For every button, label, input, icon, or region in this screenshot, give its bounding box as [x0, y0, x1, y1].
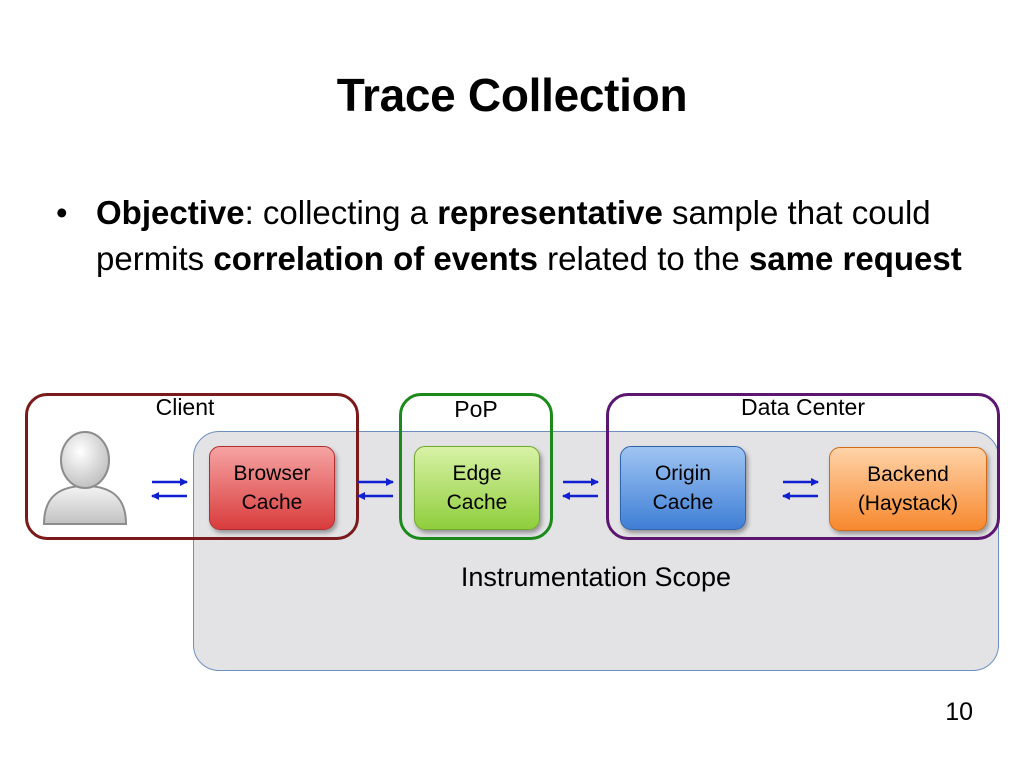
data-center-group — [606, 393, 1000, 540]
backend-line1: Backend — [867, 463, 949, 486]
data-center-group-label: Data Center — [740, 394, 865, 420]
bullet-segment: related to the — [537, 240, 749, 277]
pop-group — [399, 393, 553, 540]
bullet-segment: : collecting a — [244, 194, 438, 231]
page-number: 10 — [945, 698, 973, 726]
user-avatar-icon — [42, 431, 128, 525]
browser-cache-line1: Browser — [233, 462, 311, 485]
bullet-segment: representative — [437, 194, 663, 231]
backend-line2: (Haystack) — [857, 492, 959, 515]
browser-cache-line2: Cache — [241, 491, 303, 514]
bullet-marker: • — [56, 194, 68, 231]
backend-box: Backend (Haystack) — [829, 447, 987, 531]
bullet-text: Objective: collecting a representative s… — [96, 190, 976, 282]
pop-group-label: PoP — [454, 396, 498, 422]
slide-title: Trace Collection — [336, 69, 688, 121]
bullet-segment: sample that could permits — [96, 194, 931, 277]
bullet-segment: Objective — [96, 194, 245, 231]
objective-bullet: • Objective: collecting a representative… — [56, 190, 976, 282]
origin-cache-line1: Origin — [654, 462, 711, 485]
edge-cache-line1: Edge — [452, 462, 502, 485]
bullet-segment: correlation of events — [213, 240, 538, 277]
client-group-label: Client — [155, 394, 215, 420]
origin-cache-line2: Cache — [652, 491, 714, 514]
edge-cache-line2: Cache — [446, 491, 508, 514]
bullet-segment: same request — [748, 240, 962, 277]
client-group — [25, 393, 359, 540]
instrumentation-scope-label: Instrumentation Scope — [460, 562, 732, 592]
